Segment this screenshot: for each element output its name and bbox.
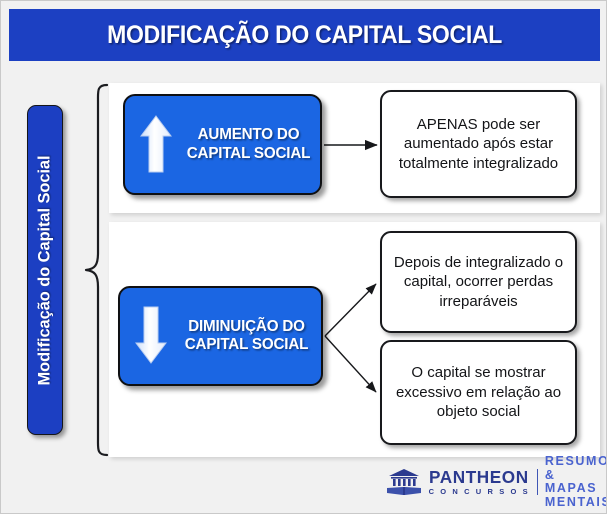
node-diminuicao-label-line1: DIMINUIÇÃO DO (188, 317, 305, 335)
page-title: MODIFICAÇÃO DO CAPITAL SOCIAL (107, 20, 502, 49)
header-banner: MODIFICAÇÃO DO CAPITAL SOCIAL (9, 9, 600, 61)
logo-pantheon-block: PANTHEON C O N C U R S O S (428, 467, 530, 496)
side-label-modificacao-capital-social: Modificação do Capital Social (27, 105, 63, 435)
node-aumento-label-line2: CAPITAL SOCIAL (186, 144, 311, 162)
side-label-text: Modificação do Capital Social (35, 155, 54, 385)
detail-box-perdas[interactable]: Depois de integralizado o capital, ocorr… (380, 231, 577, 333)
arrow-up-icon (135, 114, 177, 176)
logo-divider (536, 469, 538, 495)
node-aumento-label-line1: AUMENTO DO (197, 126, 300, 144)
detail-box-perdas-text: Depois de integralizado o capital, ocorr… (393, 253, 564, 310)
detail-box-apenas-text: APENAS pode ser aumentado após estar tot… (398, 115, 559, 172)
arrow-down-icon (130, 305, 172, 367)
detail-box-excessivo[interactable]: O capital se mostrar excessivo em relaçã… (380, 340, 577, 445)
detail-box-excessivo-text: O capital se mostrar excessivo em relaçã… (395, 364, 562, 421)
logo-tagline-line2: MAPAS MENTAIS (544, 481, 607, 509)
logo-brand-sub: C O N C U R S O S (428, 486, 530, 496)
detail-box-apenas[interactable]: APENAS pode ser aumentado após estar tot… (380, 90, 577, 198)
logo-tagline-line1: RESUMOS & (544, 454, 606, 482)
node-diminuicao-do-capital-social[interactable]: DIMINUIÇÃO DO CAPITAL SOCIAL (118, 286, 323, 386)
logo-wordmark: PANTHEON C O N C U R S O S RESUMOS & MAP… (428, 454, 607, 509)
pantheon-temple-icon (386, 468, 422, 496)
node-aumento-do-capital-social[interactable]: AUMENTO DO CAPITAL SOCIAL (123, 94, 322, 195)
node-diminuicao-label: DIMINUIÇÃO DO CAPITAL SOCIAL (176, 318, 318, 355)
logo-tagline-block: RESUMOS & MAPAS MENTAIS (544, 454, 607, 509)
node-diminuicao-label-line2: CAPITAL SOCIAL (184, 336, 309, 353)
node-aumento-label: AUMENTO DO CAPITAL SOCIAL (181, 126, 317, 163)
grouping-brace-icon (84, 83, 109, 457)
logo-brand-name: PANTHEON (429, 467, 529, 487)
footer-logo: PANTHEON C O N C U R S O S RESUMOS & MAP… (386, 454, 606, 508)
